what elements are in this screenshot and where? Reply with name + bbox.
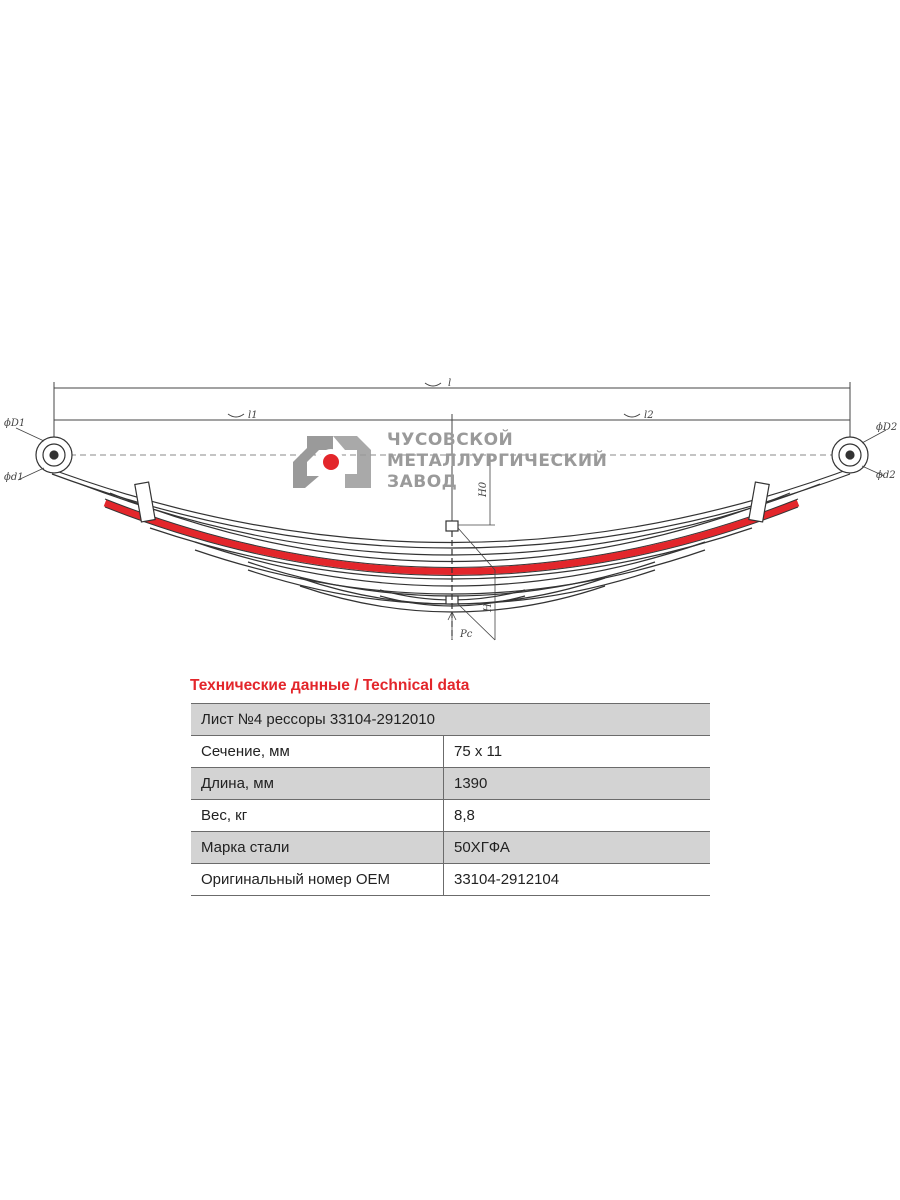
row-value: 8,8 [443, 799, 710, 832]
company-logo-text: ЧУСОВСКОЙ МЕТАЛЛУРГИЧЕСКИЙ ЗАВОД [387, 430, 607, 493]
table-header-row: Лист №4 рессоры 33104-2912010 [191, 703, 710, 736]
technical-data-table: Лист №4 рессоры 33104-2912010 Сечение, м… [191, 703, 710, 896]
dimension-total [53, 382, 851, 530]
row-value: 75 x 11 [443, 735, 710, 768]
row-label: Марка стали [191, 831, 444, 864]
dim-label-l2: l2 [644, 410, 654, 421]
row-label: Сечение, мм [191, 735, 444, 768]
row-value: 33104-2912104 [443, 863, 710, 896]
row-label: Длина, мм [191, 767, 444, 800]
table-row: Марка стали 50ХГФА [191, 831, 710, 864]
row-value: 50ХГФА [443, 831, 710, 864]
row-label: Оригинальный номер OEM [191, 863, 444, 896]
label-H0: H0 [478, 481, 489, 498]
dim-label-l1: l1 [248, 410, 258, 421]
label-D2: ϕD2 [876, 422, 897, 433]
height-dimensions [447, 455, 496, 641]
logo-line-2: МЕТАЛЛУРГИЧЕСКИЙ [387, 451, 608, 471]
table-header: Лист №4 рессоры 33104-2912010 [191, 703, 710, 736]
table-row: Сечение, мм 75 x 11 [191, 735, 710, 768]
left-eye [35, 436, 73, 474]
label-d2: ϕd2 [876, 470, 896, 481]
leaf-spring-drawing: l l1 l2 ϕD1 ϕd [4, 378, 897, 641]
table-row: Оригинальный номер OEM 33104-2912104 [191, 863, 710, 896]
dim-label-l: l [448, 378, 451, 389]
table-row: Длина, мм 1390 [191, 767, 710, 800]
row-value: 1390 [443, 767, 710, 800]
logo-line-3: ЗАВОД [387, 472, 458, 492]
table-row: Вес, кг 8,8 [191, 799, 710, 832]
label-D1: ϕD1 [4, 418, 25, 429]
company-logo-icon [293, 436, 371, 488]
label-d1: ϕd1 [4, 472, 24, 483]
clamps [134, 481, 770, 523]
label-Pc: Pc [459, 629, 473, 640]
row-label: Вес, кг [191, 799, 444, 832]
right-eye [831, 436, 869, 474]
label-H: H [483, 603, 494, 613]
logo-line-1: ЧУСОВСКОЙ [387, 430, 514, 450]
section-title: Технические данные / Technical data [190, 677, 470, 694]
